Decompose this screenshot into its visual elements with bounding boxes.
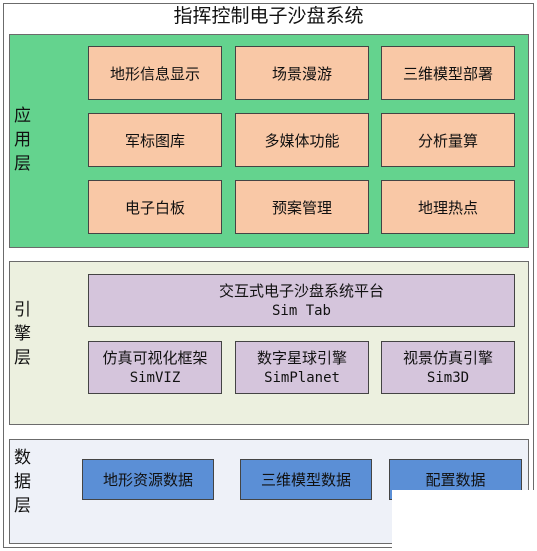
diagram-frame	[3, 3, 534, 548]
app-item-whiteboard: 电子白板	[88, 180, 222, 234]
engine-layer-label: 引 擎 层	[14, 300, 31, 368]
engine-simplanet-name: 数字星球引擎	[256, 348, 347, 367]
engine-sim3d-name: 视景仿真引擎	[402, 348, 493, 367]
engine-simviz: 仿真可视化框架 SimVIZ	[88, 341, 222, 394]
app-item-scene-roaming: 场景漫游	[235, 46, 369, 100]
data-item-terrain: 地形资源数据	[82, 459, 214, 500]
app-item-multimedia: 多媒体功能	[235, 113, 369, 167]
app-item-3d-model-deploy: 三维模型部署	[381, 46, 515, 100]
app-item-analysis: 分析量算	[381, 113, 515, 167]
engine-platform-name: 交互式电子沙盘系统平台	[218, 281, 384, 300]
engine-sim3d: 视景仿真引擎 Sim3D	[381, 341, 515, 394]
data-item-3d-model: 三维模型数据	[240, 459, 372, 500]
engine-simviz-name: 仿真可视化框架	[102, 348, 208, 367]
engine-simplanet-code: SimPlanet	[264, 369, 340, 386]
engine-platform-code: Sim Tab	[271, 302, 331, 319]
engine-simplanet: 数字星球引擎 SimPlanet	[235, 341, 369, 394]
diagram-title: 指挥控制电子沙盘系统	[173, 5, 364, 27]
application-layer-label: 应 用 层	[14, 106, 31, 174]
corner-mask	[392, 490, 537, 551]
engine-platform: 交互式电子沙盘系统平台 Sim Tab	[88, 274, 515, 327]
app-item-military-symbols: 军标图库	[88, 113, 222, 167]
engine-simviz-code: SimVIZ	[129, 369, 181, 386]
engine-sim3d-code: Sim3D	[426, 369, 470, 386]
app-item-hotspots: 地理热点	[381, 180, 515, 234]
app-item-terrain-display: 地形信息显示	[88, 46, 222, 100]
app-item-plan-management: 预案管理	[235, 180, 369, 234]
data-layer-label: 数 据 层	[14, 448, 31, 516]
